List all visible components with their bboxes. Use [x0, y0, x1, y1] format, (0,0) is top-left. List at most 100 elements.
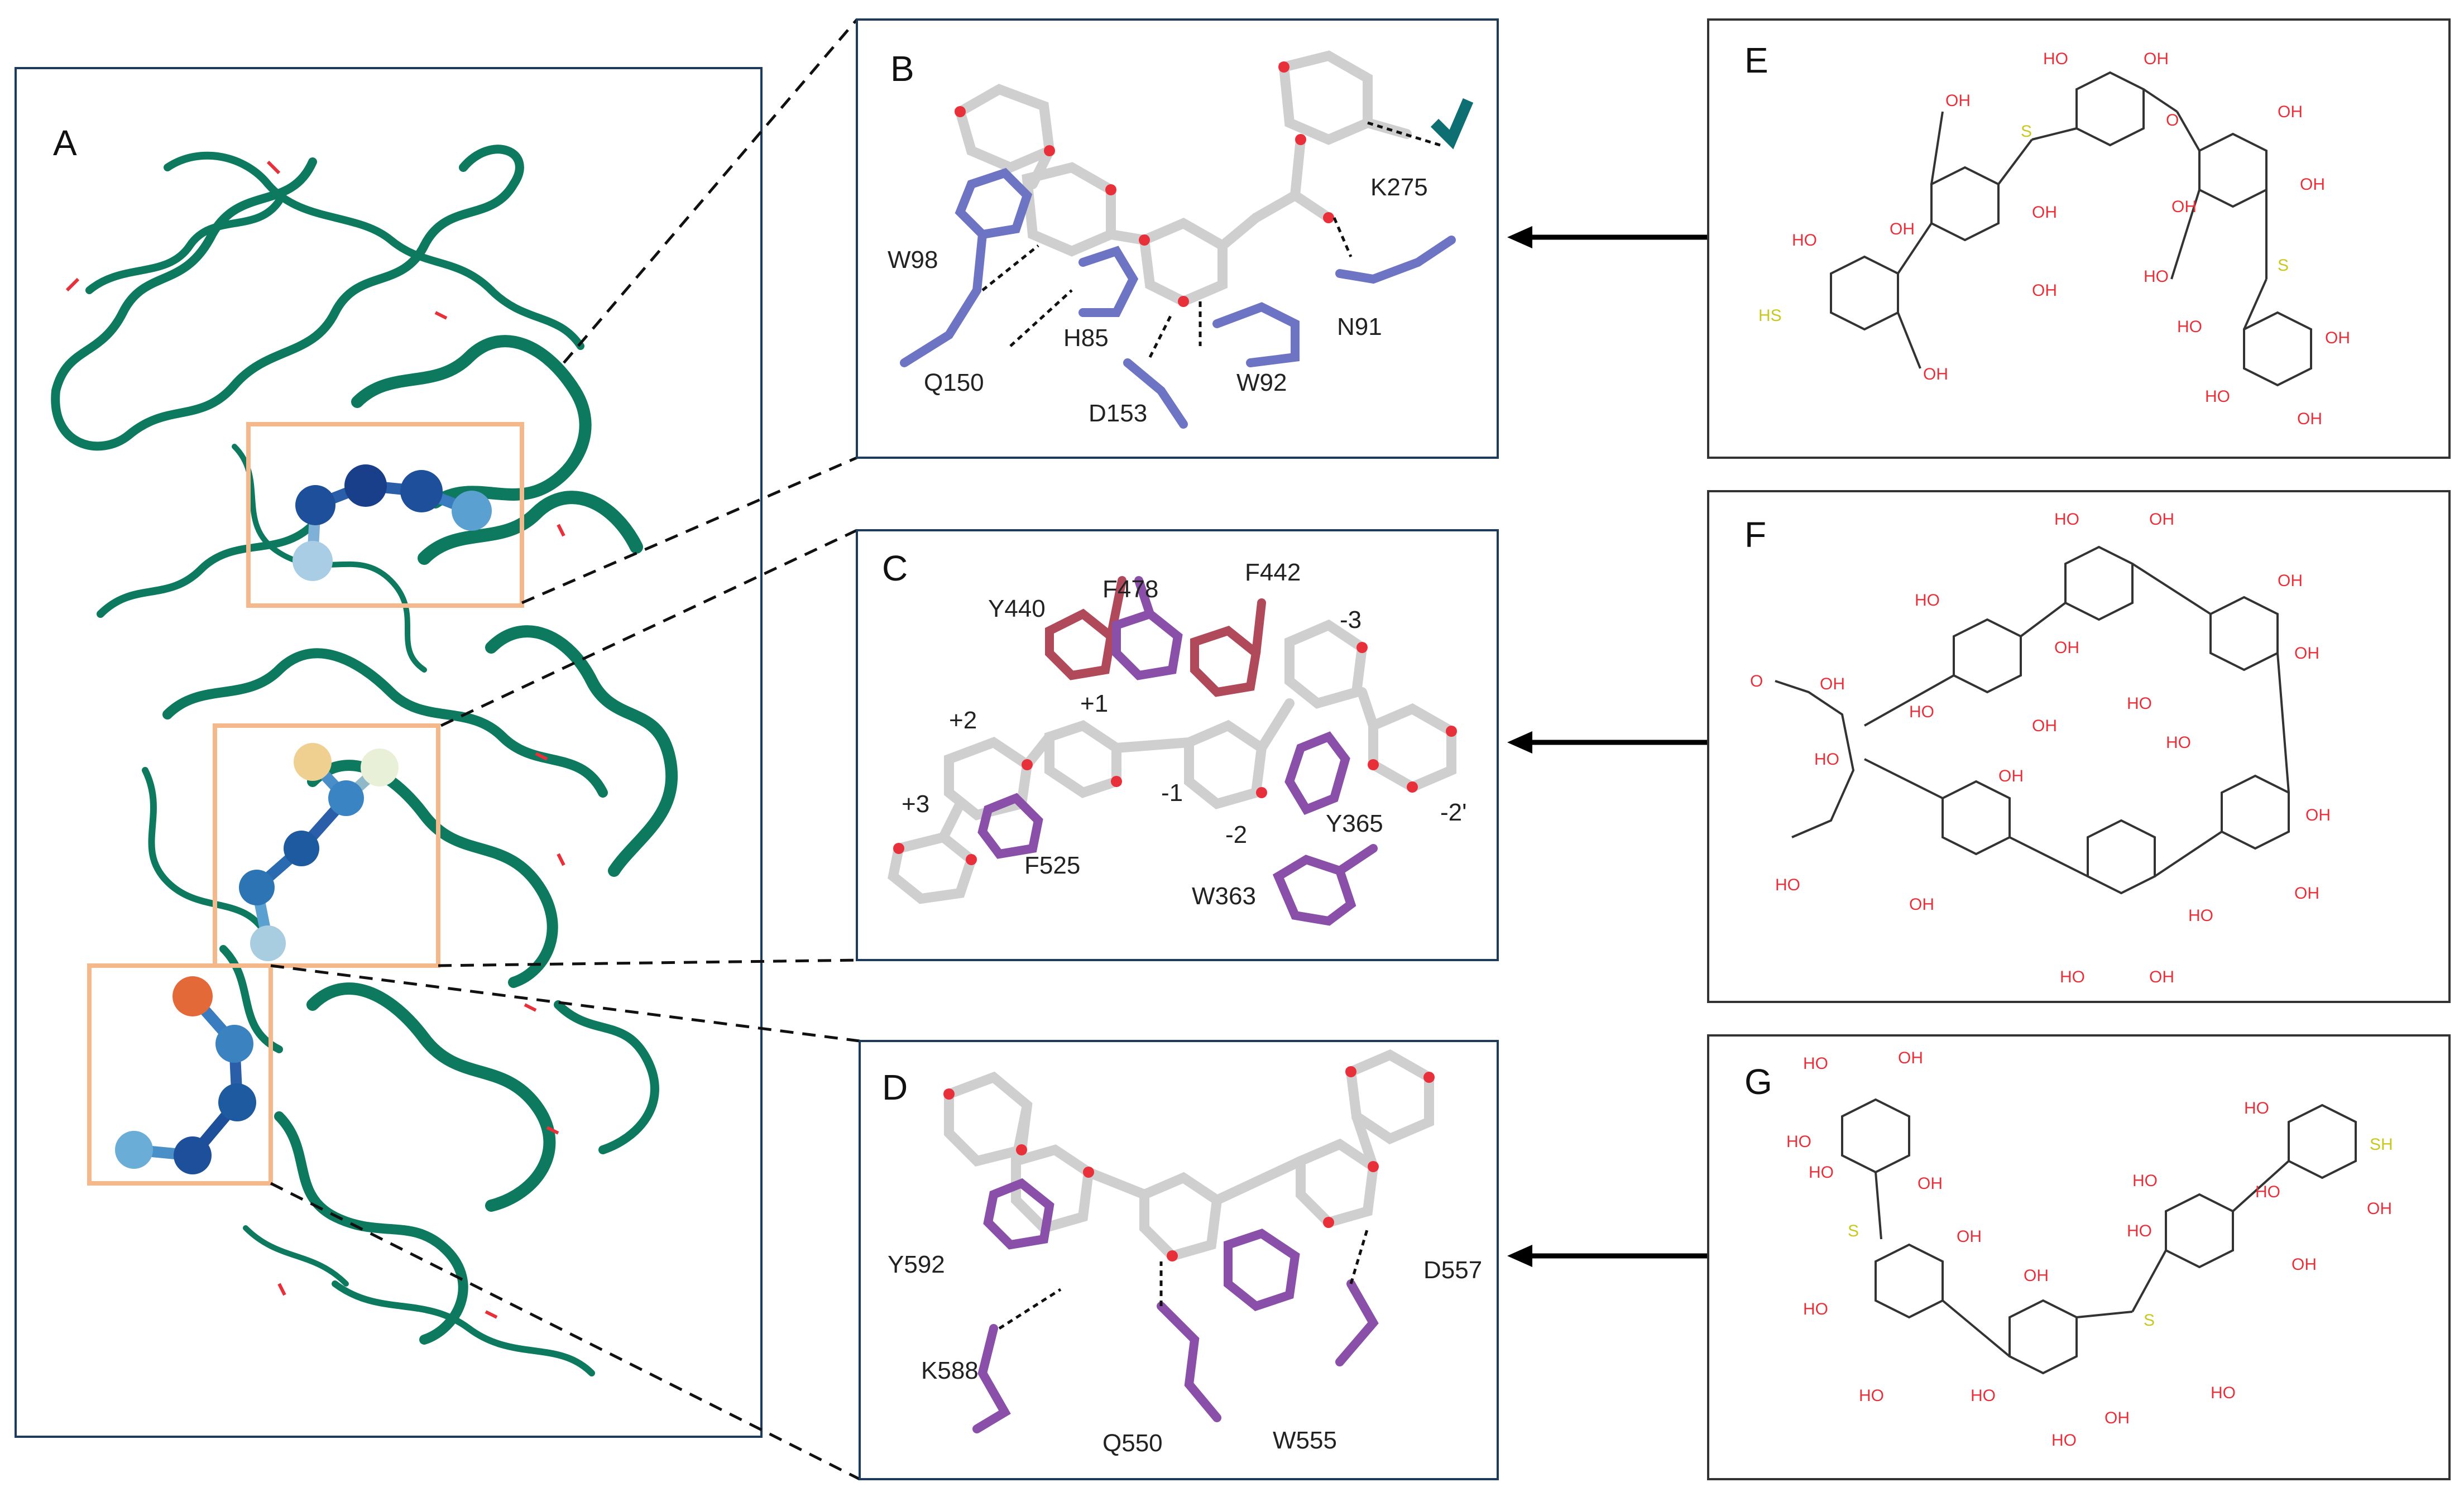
chem-label-ho: HO	[1803, 1054, 1828, 1073]
highlight-box-top	[246, 422, 524, 608]
chem-label-ho: HO	[2043, 50, 2068, 68]
panel-e-letter: E	[1744, 40, 1768, 80]
panel-g: G HO OH HO HO OH S OH HO HO OH HO HO	[1707, 1034, 2451, 1480]
chem-label-oh: OH	[2297, 410, 2322, 428]
structure-g-bonds	[1841, 1098, 2357, 1375]
residue-label-f525: F525	[1024, 852, 1080, 879]
chem-label-oh: OH	[2294, 644, 2319, 663]
chem-label-oh: OH	[2149, 968, 2174, 986]
chem-label-ho: HO	[2127, 694, 2152, 713]
panel-c-letter: C	[882, 548, 908, 588]
chem-label-ho: HO	[1792, 231, 1817, 250]
subsite-label-minus3: -3	[1340, 606, 1362, 634]
chem-label-ho: HO	[1814, 750, 1839, 769]
panel-b: B	[856, 18, 1499, 459]
subsite-label-plus1: +1	[1080, 690, 1108, 717]
chem-label-oh: OH	[1890, 220, 1915, 238]
panel-c: C	[856, 529, 1499, 961]
bead-chain-bottom	[115, 976, 256, 1174]
chem-label-oh: OH	[1820, 675, 1845, 693]
chem-label-o: O	[1750, 672, 1763, 690]
residue-label-d557: D557	[1423, 1256, 1482, 1284]
ligand-c	[888, 619, 1456, 904]
connector-lines	[270, 18, 863, 1481]
chem-label-ho: HO	[1859, 1387, 1884, 1405]
chem-label-sh: SH	[2370, 1135, 2393, 1154]
chem-label-oh: OH	[2305, 806, 2331, 824]
structure-f-labels: O OH HO HO HO HO OH HO OH OH OH OH HO HO…	[1750, 510, 2331, 986]
chem-label-ho: HO	[2188, 906, 2213, 925]
residue-label-w555: W555	[1273, 1427, 1337, 1454]
chem-label-ho: HO	[1915, 591, 1940, 610]
chem-label-ho: HO	[2060, 968, 2085, 986]
residue-label-k275: K275	[1370, 174, 1428, 201]
chem-label-ho: HO	[2132, 1172, 2158, 1190]
chem-label-s: S	[1848, 1222, 1859, 1240]
bead-chain-middle	[239, 743, 399, 961]
structure-f-bonds	[1775, 545, 2290, 895]
ligand-c-oxygens	[893, 642, 1457, 865]
chem-label-oh: OH	[2149, 510, 2174, 529]
panel-b-letter: B	[890, 49, 914, 89]
chem-label-s: S	[2021, 122, 2032, 141]
chem-label-oh: OH	[2292, 1255, 2317, 1274]
chem-label-oh: OH	[2300, 175, 2325, 194]
residue-k275	[1430, 98, 1474, 150]
residues-c-purple	[977, 576, 1378, 926]
chem-label-o: O	[2166, 111, 2179, 129]
residue-label-h85: H85	[1063, 324, 1109, 352]
residue-label-f478: F478	[1102, 575, 1158, 603]
chem-label-oh: OH	[1998, 767, 2024, 785]
highlight-box-middle	[213, 723, 440, 968]
chem-label-oh: OH	[2024, 1266, 2049, 1285]
residue-label-w92: W92	[1236, 369, 1287, 396]
structure-g-labels: HO OH HO HO OH S OH HO HO OH HO HO OH S …	[1786, 1049, 2393, 1450]
chem-label-ho: HO	[1909, 703, 1934, 721]
chem-label-s: S	[2278, 256, 2289, 275]
chem-label-oh: OH	[2054, 639, 2079, 657]
chem-label-hs: HS	[1758, 306, 1782, 325]
residue-label-y440: Y440	[988, 595, 1046, 622]
hbonds-b	[981, 121, 1441, 358]
arrows	[1507, 226, 1708, 1267]
chem-label-oh: OH	[2325, 329, 2350, 347]
residue-label-y365: Y365	[1326, 810, 1383, 837]
panel-a-letter: A	[53, 123, 77, 163]
chem-label-ho: HO	[2127, 1222, 2152, 1240]
panel-a: A	[15, 67, 763, 1438]
residue-label-k588: K588	[921, 1357, 979, 1384]
chem-label-ho: HO	[2166, 733, 2191, 752]
chem-label-ho: HO	[1803, 1300, 1828, 1318]
chem-label-ho: HO	[2051, 1431, 2077, 1450]
chem-label-oh: OH	[2144, 50, 2169, 68]
panel-f-letter: F	[1744, 515, 1766, 555]
bead-chain-top	[293, 464, 492, 581]
residue-label-n91: N91	[1337, 313, 1382, 340]
chem-label-oh: OH	[1909, 895, 1934, 914]
chem-label-ho: HO	[1809, 1163, 1834, 1182]
chem-label-ho: HO	[2255, 1183, 2280, 1201]
chem-label-oh: OH	[2367, 1200, 2392, 1218]
residues-d	[972, 1178, 1379, 1433]
residue-label-f442: F442	[1245, 559, 1301, 586]
chem-label-oh: OH	[2032, 281, 2057, 300]
panel-f: F O OH HO HO HO HO OH HO OH	[1707, 490, 2451, 1003]
chem-label-oh: OH	[1957, 1227, 1982, 1246]
chem-label-oh: OH	[2032, 203, 2057, 222]
chem-label-ho: HO	[2211, 1384, 2236, 1402]
ligand-d-oxygens	[943, 1066, 1435, 1261]
chem-label-oh: OH	[2032, 717, 2057, 735]
residue-label-y592: Y592	[888, 1251, 945, 1278]
panel-g-letter: G	[1744, 1062, 1772, 1102]
chem-label-oh: OH	[1923, 365, 1948, 383]
residue-label-w363: W363	[1192, 882, 1256, 910]
panel-d: D Y592 K588	[859, 1040, 1499, 1480]
chem-label-oh: OH	[1917, 1174, 1943, 1193]
subsite-label-minus2: -2	[1225, 821, 1247, 848]
subsite-label-plus3: +3	[902, 790, 929, 818]
residue-label-q550: Q550	[1102, 1429, 1163, 1457]
water-sticks	[65, 160, 565, 1319]
residue-label-w98: W98	[888, 246, 938, 274]
chem-label-ho: HO	[1775, 876, 1800, 894]
